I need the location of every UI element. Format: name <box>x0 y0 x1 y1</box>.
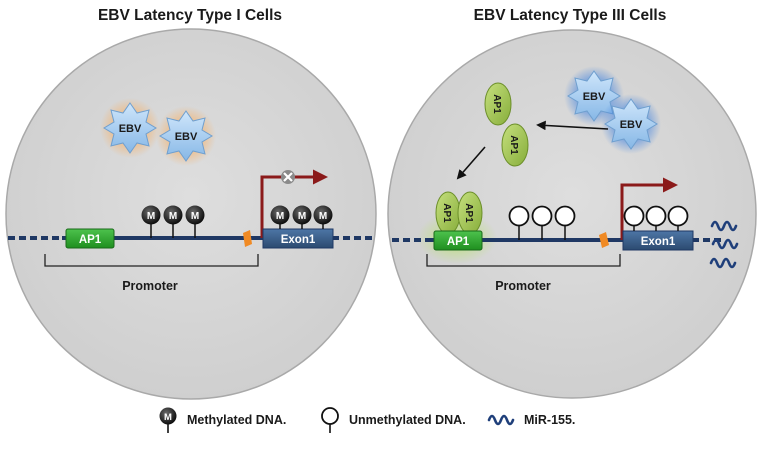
left-ap1-label: AP1 <box>79 234 102 246</box>
right-bound-ap1-label-1: AP1 <box>441 203 452 223</box>
left-block-x-icon <box>281 170 295 184</box>
methyl-letter: M <box>276 211 284 222</box>
right-ebv-virion-2: EBV <box>601 94 661 154</box>
legend-unmethylated-icon <box>321 407 339 433</box>
mir155-squiggle <box>710 220 738 232</box>
legend-unmethylated-label: Unmethylated DNA. <box>349 413 466 427</box>
left-promoter-methylation: M M M <box>141 205 205 238</box>
left-exon1-label: Exon1 <box>281 234 316 246</box>
unmethyl-mark <box>667 205 689 227</box>
right-free-ap1-label-2: AP1 <box>508 135 519 155</box>
methyl-mark <box>163 205 183 225</box>
legend-methylated-icon: M <box>159 407 177 433</box>
unmethyl-mark <box>508 205 530 227</box>
left-ap1-box: AP1 <box>65 228 115 249</box>
right-exon1-box: Exon1 <box>622 230 694 251</box>
right-bound-ap1-1: AP1 <box>435 191 461 235</box>
right-bound-ap1-label-2: AP1 <box>463 203 474 223</box>
right-ap1-box: AP1 <box>433 230 483 251</box>
unmethyl-mark <box>554 205 576 227</box>
methyl-mark <box>141 205 161 225</box>
right-transcription-arrow <box>620 177 678 240</box>
right-orange-marker <box>599 232 609 248</box>
right-binding-arrow <box>456 146 486 180</box>
legend-methylated: M Methylated DNA. <box>158 406 286 434</box>
left-ebv-virion-1: EBV <box>100 98 160 158</box>
right-cell: EBV EBV AP1 AP1 AP1 <box>387 29 757 399</box>
methyl-letter: M <box>147 211 155 222</box>
legend-methyl-letter: M <box>164 412 172 423</box>
legend-mir155-label: MiR-155. <box>524 413 576 427</box>
left-ebv-label-1: EBV <box>119 123 142 135</box>
methyl-mark <box>313 205 333 225</box>
right-free-ap1-label-1: AP1 <box>491 94 502 114</box>
methyl-letter: M <box>191 211 199 222</box>
methyl-letter: M <box>319 211 327 222</box>
left-ebv-label-2: EBV <box>175 131 198 143</box>
right-ebv-label-2: EBV <box>620 119 643 131</box>
right-promoter-bracket <box>426 254 621 267</box>
right-free-ap1-1: AP1 <box>484 82 512 126</box>
right-exon-unmethylated <box>623 205 689 231</box>
left-exon1-box: Exon1 <box>262 228 334 249</box>
unmethyl-mark <box>623 205 645 227</box>
legend-mir155: MiR-155. <box>487 406 575 434</box>
right-induction-arrow <box>536 120 609 131</box>
right-free-ap1-2: AP1 <box>501 123 529 167</box>
methyl-mark <box>185 205 205 225</box>
methyl-letter: M <box>298 211 306 222</box>
right-panel-title: EBV Latency Type III Cells <box>473 7 667 24</box>
right-bound-ap1-2: AP1 <box>457 191 483 235</box>
legend-unmethylated: Unmethylated DNA. <box>320 406 466 434</box>
mir155-squiggle <box>711 238 739 250</box>
mir155-squiggle <box>709 257 737 269</box>
methyl-mark <box>292 205 312 225</box>
right-ap1-label: AP1 <box>447 236 470 248</box>
left-promoter-bracket <box>44 254 259 267</box>
left-cell: EBV EBV AP1 M M M <box>5 28 377 400</box>
right-ebv-label-1: EBV <box>583 91 606 103</box>
left-orange-marker <box>243 230 252 247</box>
methyl-letter: M <box>169 211 177 222</box>
unmethyl-mark <box>531 205 553 227</box>
right-promoter-unmethylated <box>508 205 576 240</box>
left-ebv-virion-2: EBV <box>156 106 216 166</box>
left-exon-methylation: M M M <box>270 205 333 229</box>
legend-methylated-label: Methylated DNA. <box>187 413 287 427</box>
left-panel-title: EBV Latency Type I Cells <box>97 7 283 24</box>
left-transcription-arrow <box>260 169 328 238</box>
unmethyl-mark <box>645 205 667 227</box>
methyl-mark <box>270 205 290 225</box>
right-promoter-label: Promoter <box>495 279 551 293</box>
legend-mir155-icon <box>487 414 515 426</box>
left-promoter-label: Promoter <box>122 279 178 293</box>
right-exon1-label: Exon1 <box>641 236 676 248</box>
mir155-transcripts <box>709 220 739 269</box>
